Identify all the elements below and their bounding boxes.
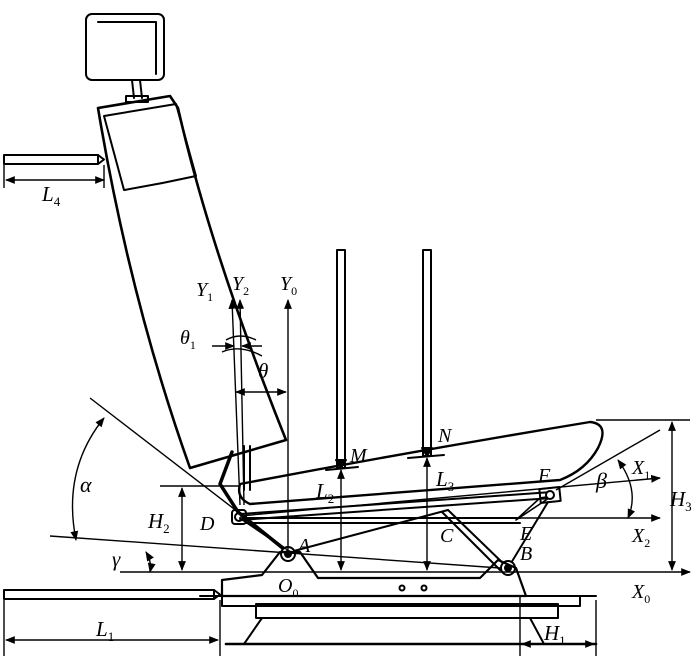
label-l1: L1 xyxy=(95,617,114,644)
label-l3: L3 xyxy=(435,467,454,494)
base-bracket xyxy=(199,550,598,646)
label-d: D xyxy=(199,513,215,535)
label-f: F xyxy=(537,465,551,487)
gamma-arc xyxy=(145,551,156,573)
label-y2: Y2 xyxy=(232,273,249,298)
label-beta: β xyxy=(595,468,607,493)
theta1-arc-lower xyxy=(221,348,263,357)
label-theta: θ xyxy=(258,359,268,383)
label-x0: X0 xyxy=(631,581,650,606)
alpha-arc xyxy=(70,417,105,541)
label-h3: H3 xyxy=(669,487,692,514)
label-n: N xyxy=(437,425,453,447)
beta-arc xyxy=(617,459,636,519)
reference-rod-l4 xyxy=(3,154,105,165)
label-o0: O0 xyxy=(278,575,298,600)
label-b: B xyxy=(520,543,532,565)
label-c: C xyxy=(440,525,454,547)
label-theta1: θ1 xyxy=(180,327,196,352)
seat-back-reference-line xyxy=(89,397,291,553)
label-x1: X1 xyxy=(631,457,650,482)
backrest xyxy=(96,94,288,470)
load-rod-m xyxy=(325,249,359,471)
y1-axis xyxy=(228,299,241,506)
y2-axis xyxy=(236,299,245,506)
label-gamma: γ xyxy=(112,547,121,571)
headrest xyxy=(85,13,165,103)
label-l2: L2 xyxy=(315,479,334,506)
load-rod-n xyxy=(407,249,445,459)
label-x2: X2 xyxy=(631,525,650,550)
labels: L4 L1 L2 L3 H1 H2 H3 Y1 Y2 Y0 X0 X1 X2 O… xyxy=(41,182,692,648)
label-y1: Y1 xyxy=(196,279,213,304)
label-e: E xyxy=(519,523,532,545)
theta1-arc xyxy=(225,335,257,341)
label-y0: Y0 xyxy=(280,273,297,298)
label-alpha: α xyxy=(80,472,92,497)
label-l4: L4 xyxy=(41,182,61,209)
label-h1: H1 xyxy=(543,621,566,648)
reference-rod-l1 xyxy=(3,589,221,600)
label-h2: H2 xyxy=(147,509,170,536)
label-m: M xyxy=(349,445,368,467)
x1-axis xyxy=(239,474,661,517)
label-a: A xyxy=(296,535,311,557)
extension-line-x1 xyxy=(555,429,661,491)
